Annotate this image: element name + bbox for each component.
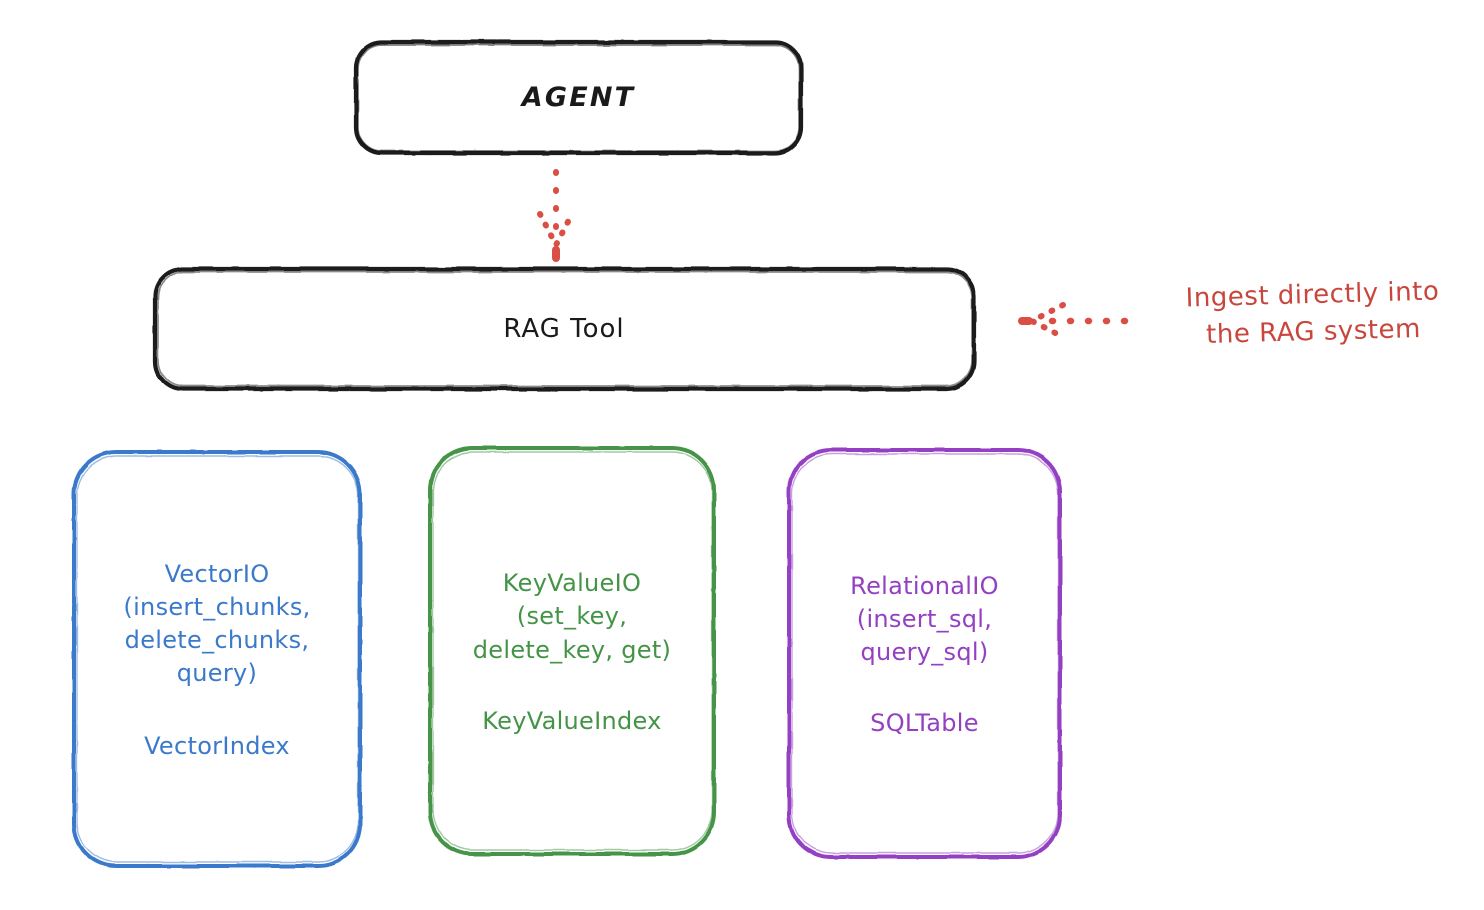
keyvalueio-label: KeyValueIO (set_key, delete_key, get): [472, 569, 672, 664]
relationalio-label: RelationalIO (insert_sql, query_sql): [850, 571, 999, 667]
agent-box[interactable]: AGENT: [355, 41, 802, 154]
ingest-annotation-text: Ingest directly into the RAG system: [1185, 276, 1440, 350]
keyvalueio-box-outline[interactable]: [428, 446, 716, 856]
ingest-to-rag-tool-connector: [1018, 302, 1129, 340]
rag-tool-box-outline[interactable]: [152, 266, 977, 392]
rag-tool-box-label: RAG Tool: [503, 313, 625, 344]
keyvalueio-sublabel: KeyValueIndex: [482, 706, 662, 735]
agent-to-rag-tool-connector: [537, 169, 575, 262]
relationalio-box[interactable]: RelationalIO (insert_sql, query_sql) SQL…: [787, 448, 1062, 859]
vectorio-box-outline[interactable]: [72, 450, 362, 868]
vectorio-label: VectorIO (insert_chunks, delete_chunks, …: [123, 559, 311, 688]
relationalio-sublabel: SQLTable: [870, 709, 979, 738]
agent-box-label: AGENT: [521, 81, 636, 113]
keyvalueio-box[interactable]: KeyValueIO (set_key, delete_key, get) Ke…: [428, 446, 716, 856]
vectorio-box[interactable]: VectorIO (insert_chunks, delete_chunks, …: [72, 450, 362, 868]
agent-box-outline[interactable]: [353, 39, 804, 156]
rag-tool-box[interactable]: RAG Tool: [153, 268, 975, 390]
relationalio-box-outline[interactable]: [787, 448, 1062, 859]
vectorio-sublabel: VectorIndex: [144, 732, 290, 761]
